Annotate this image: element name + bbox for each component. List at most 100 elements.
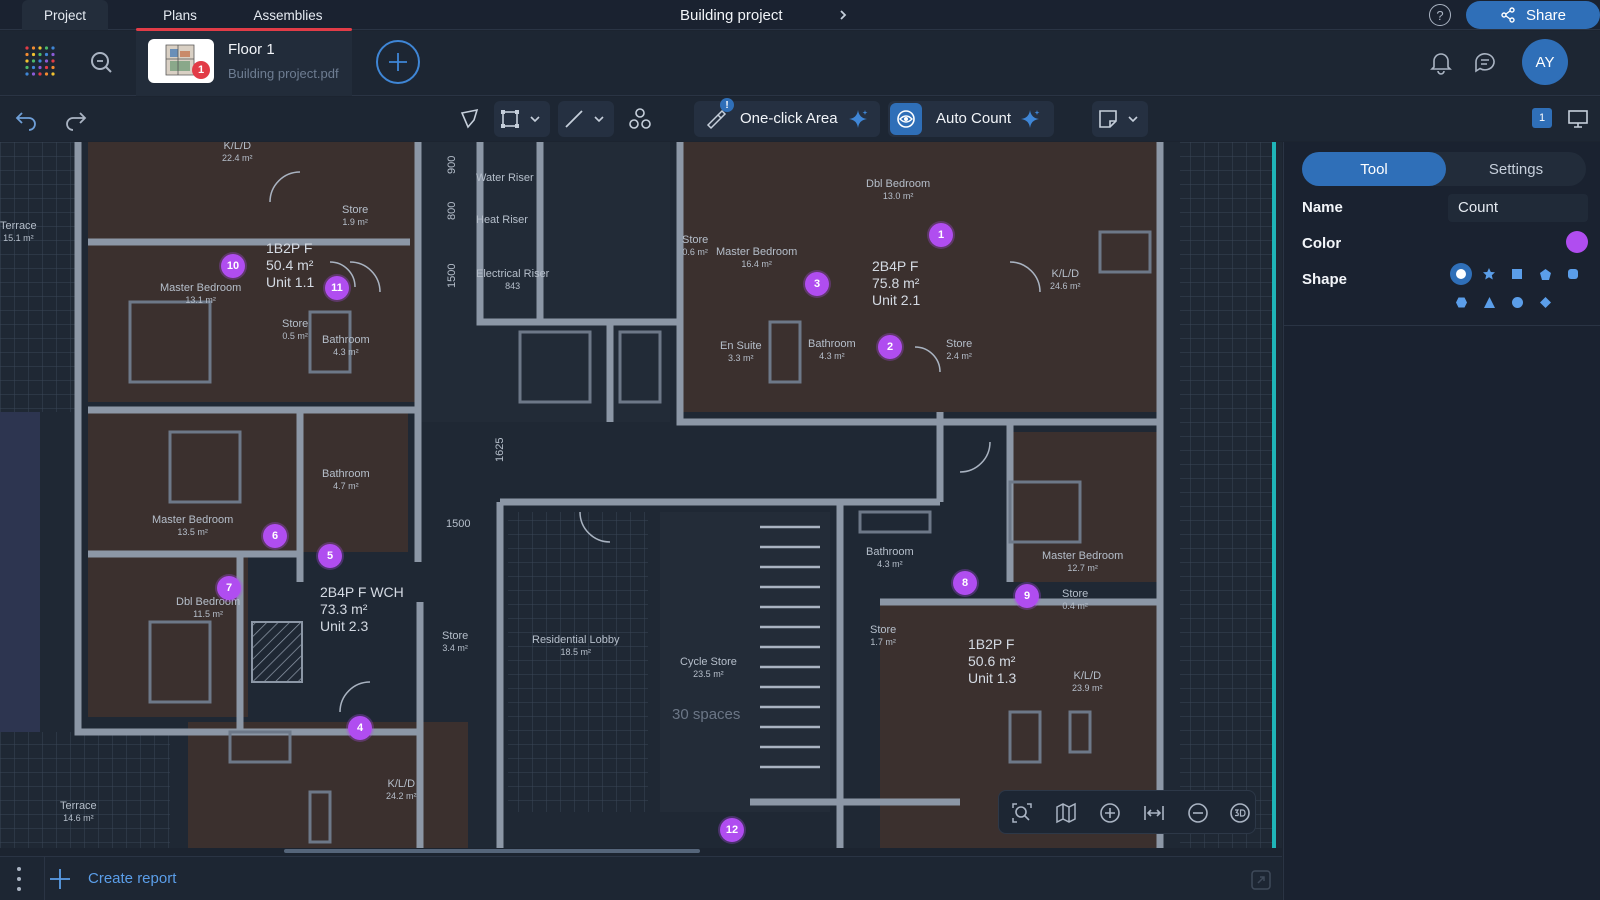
count-marker[interactable]: 4 xyxy=(348,716,372,740)
tab-project[interactable]: Project xyxy=(22,0,108,30)
name-label: Name xyxy=(1302,199,1343,216)
count-marker[interactable]: 1 xyxy=(929,223,953,247)
file-header: 1 Floor 1 Building project.pdf AY xyxy=(0,31,1600,96)
line-length-icon[interactable] xyxy=(560,105,588,133)
undo-icon[interactable] xyxy=(12,105,40,133)
comments-icon[interactable] xyxy=(1472,49,1498,75)
plus-icon[interactable] xyxy=(48,867,72,891)
shape-circle-filled-option[interactable] xyxy=(1506,291,1528,313)
shape-hexagon-option[interactable] xyxy=(1450,291,1472,313)
shape-triangle-option[interactable] xyxy=(1478,291,1500,313)
top-nav-bar: Project Plans Assemblies Building projec… xyxy=(0,0,1600,31)
search-zoom-icon[interactable] xyxy=(88,49,114,75)
room-area: 0.6 m² xyxy=(682,247,708,257)
chevron-right-icon[interactable] xyxy=(832,4,854,26)
room-name: Master Bedroom xyxy=(152,514,234,526)
sparkle-icon xyxy=(1016,105,1044,133)
shape-diamond-option[interactable] xyxy=(1534,291,1556,313)
rectangle-area-icon[interactable] xyxy=(496,105,524,133)
room-name: Bathroom xyxy=(322,334,370,346)
shape-square-option[interactable] xyxy=(1506,263,1528,285)
polygon-area-icon[interactable] xyxy=(456,105,484,133)
chevron-down-icon[interactable] xyxy=(524,105,546,133)
plan-canvas[interactable]: 1B2P F 50.4 m² Unit 1.1 2B4P F 75.8 m² U… xyxy=(0,142,1282,848)
horizontal-scrollbar[interactable] xyxy=(284,849,700,853)
name-input[interactable]: Count xyxy=(1448,194,1588,222)
room-area: 0.5 m² xyxy=(282,331,308,341)
user-avatar[interactable]: AY xyxy=(1522,39,1568,85)
circle-icon xyxy=(1456,269,1466,279)
unit-area: 75.8 m² xyxy=(872,275,920,291)
count-marker[interactable]: 6 xyxy=(263,524,287,548)
circle-filled-icon xyxy=(1511,296,1523,308)
help-icon[interactable]: ? xyxy=(1429,4,1451,26)
unit-area: 73.3 m² xyxy=(320,601,368,617)
count-marker[interactable]: 2 xyxy=(878,335,902,359)
document-title[interactable]: Building project xyxy=(680,6,783,24)
room-area: 16.4 m² xyxy=(741,259,772,269)
apps-grid-icon[interactable] xyxy=(24,45,56,77)
count-marker[interactable]: 10 xyxy=(221,254,245,278)
room-area: 11.5 m² xyxy=(193,609,224,619)
count-marker[interactable]: 3 xyxy=(805,272,829,296)
fit-width-icon[interactable] xyxy=(1141,800,1167,826)
count-marker[interactable]: 5 xyxy=(318,544,342,568)
room-name: Bathroom xyxy=(866,546,914,558)
zoom-fit-icon[interactable] xyxy=(1009,800,1035,826)
add-file-button[interactable] xyxy=(376,40,420,84)
zoom-out-icon[interactable] xyxy=(1185,800,1211,826)
alert-badge: ! xyxy=(720,98,734,112)
file-card[interactable]: 1 Floor 1 Building project.pdf xyxy=(136,31,352,96)
notification-bell-icon[interactable] xyxy=(1428,49,1454,75)
shape-pentagon-option[interactable] xyxy=(1534,263,1556,285)
shape-circle-option[interactable] xyxy=(1450,263,1472,285)
room-area: 0.4 m² xyxy=(1062,601,1088,611)
triangle-icon xyxy=(1483,296,1495,308)
count-marker[interactable]: 7 xyxy=(217,576,241,600)
3d-view-icon[interactable] xyxy=(1227,800,1253,826)
sticky-note-icon[interactable] xyxy=(1094,105,1122,133)
unit-area: 50.6 m² xyxy=(968,653,1016,669)
hexagon-icon xyxy=(1455,297,1467,307)
tab-settings[interactable]: Settings xyxy=(1488,160,1544,178)
share-button[interactable]: Share xyxy=(1466,1,1600,29)
tab-plans[interactable]: Plans xyxy=(163,7,197,23)
tab-tool[interactable]: Tool xyxy=(1302,152,1446,186)
room-area: 1.9 m² xyxy=(342,217,368,227)
color-picker-swatch[interactable] xyxy=(1566,231,1588,253)
count-marker[interactable]: 12 xyxy=(720,818,744,842)
room-name: Master Bedroom xyxy=(1042,550,1124,562)
chevron-down-icon[interactable] xyxy=(588,105,610,133)
room-area: 24.6 m² xyxy=(1050,281,1081,291)
shape-star-option[interactable] xyxy=(1478,263,1500,285)
room-area: 4.7 m² xyxy=(333,481,359,491)
unit-number: Unit 2.1 xyxy=(872,292,921,308)
redo-icon[interactable] xyxy=(62,105,90,133)
one-click-area-label: One-click Area xyxy=(740,110,838,127)
count-tool-icon[interactable] xyxy=(626,105,654,133)
count-marker[interactable]: 11 xyxy=(325,276,349,300)
chevron-down-icon[interactable] xyxy=(1122,105,1144,133)
more-options-icon[interactable] xyxy=(14,867,24,891)
room-name: K/L/D xyxy=(1051,268,1080,280)
auto-count-button[interactable]: Auto Count xyxy=(888,101,1054,137)
count-marker[interactable]: 8 xyxy=(953,571,977,595)
expand-panel-icon[interactable] xyxy=(1250,869,1272,891)
count-marker[interactable]: 9 xyxy=(1015,584,1039,608)
create-report-button[interactable]: Create report xyxy=(88,870,177,887)
layers-count-badge[interactable]: 1 xyxy=(1532,108,1552,128)
dimension-label: 900 xyxy=(446,155,458,174)
unit-label: 1B2P F 50.6 m² Unit 1.3 xyxy=(968,636,1016,687)
one-click-area-button[interactable]: ! One-click Area xyxy=(694,98,880,137)
tab-assemblies[interactable]: Assemblies xyxy=(253,7,323,23)
shape-rounded-square-option[interactable] xyxy=(1562,263,1584,285)
share-icon xyxy=(1501,7,1515,23)
zoom-in-icon[interactable] xyxy=(1097,800,1123,826)
map-icon[interactable] xyxy=(1053,800,1079,826)
monitor-icon[interactable] xyxy=(1564,105,1592,133)
